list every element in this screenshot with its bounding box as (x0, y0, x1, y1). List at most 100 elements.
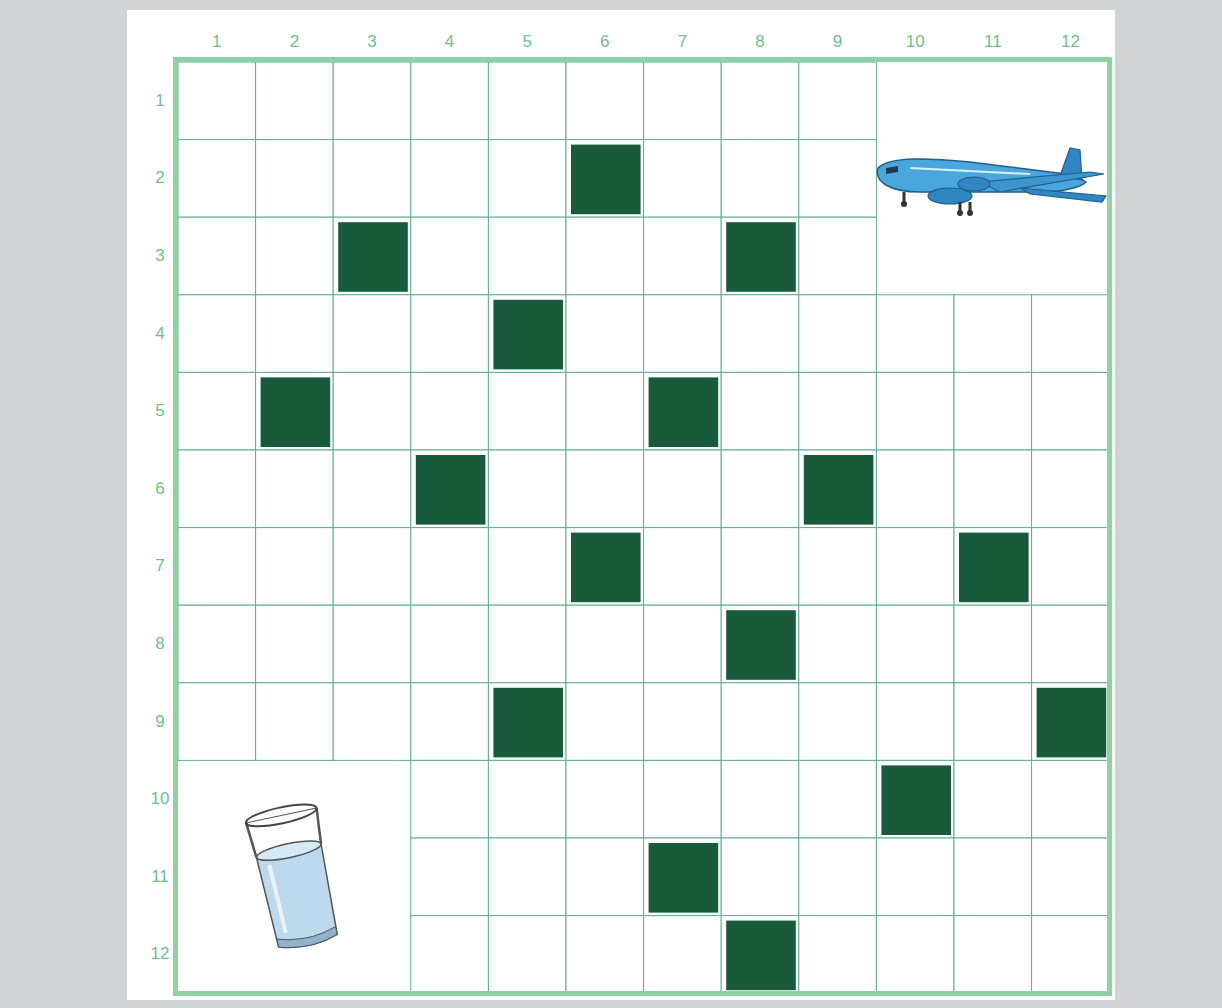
row-number: 12 (151, 944, 170, 964)
grid-cell (566, 450, 644, 528)
grid-cell (333, 528, 411, 606)
blocked-cell (959, 533, 1029, 603)
grid-cell (488, 760, 566, 838)
blocked-cell (726, 222, 796, 292)
grid-cell (488, 217, 566, 295)
grid-cell (721, 62, 799, 140)
row-number: 6 (155, 479, 164, 499)
grid-cell (1032, 295, 1110, 373)
grid-cell (799, 605, 877, 683)
grid-border (176, 60, 1110, 994)
grid-cell (799, 916, 877, 994)
grid-cell (178, 683, 256, 761)
grid-cell (488, 140, 566, 218)
column-number: 12 (1061, 32, 1080, 52)
column-number: 5 (522, 32, 531, 52)
grid-cell (256, 217, 334, 295)
grid-cell (954, 838, 1032, 916)
grid-cell (954, 760, 1032, 838)
grid-cell (411, 217, 489, 295)
grid-cell (876, 760, 954, 838)
grid-cell (488, 605, 566, 683)
grid-cell (566, 140, 644, 218)
blocked-cell (649, 843, 719, 913)
grid-cell (721, 605, 799, 683)
grid-cell (411, 838, 489, 916)
grid-cell (411, 528, 489, 606)
grid-cell (954, 528, 1032, 606)
grid-cell (799, 372, 877, 450)
grid-cell (333, 295, 411, 373)
row-number: 4 (155, 324, 164, 344)
grid-cell (178, 605, 256, 683)
glass-picture (244, 800, 344, 953)
row-number: 10 (151, 789, 170, 809)
grid-cell (178, 217, 256, 295)
row-number: 7 (155, 556, 164, 576)
grid-cell (799, 683, 877, 761)
grid-cell (488, 916, 566, 994)
grid-cell (566, 528, 644, 606)
grid-cell (333, 140, 411, 218)
grid-cell (644, 140, 722, 218)
column-number: 7 (678, 32, 687, 52)
grid-cell (644, 528, 722, 606)
grid-cell (799, 450, 877, 528)
grid-cell (178, 62, 256, 140)
grid-cell (566, 295, 644, 373)
grid-cell (566, 372, 644, 450)
grid-cell (411, 605, 489, 683)
blocked-cell (416, 455, 486, 525)
blocked-cell (571, 145, 641, 215)
grid-cell (721, 217, 799, 295)
grid-cell (411, 450, 489, 528)
grid-cell (876, 683, 954, 761)
grid-cell (721, 683, 799, 761)
grid-cell (411, 916, 489, 994)
grid-cell (256, 140, 334, 218)
grid-cell (488, 683, 566, 761)
grid-cell (488, 62, 566, 140)
board-panel (127, 10, 1115, 1000)
grid-cell (256, 62, 334, 140)
column-number: 2 (290, 32, 299, 52)
row-number: 11 (151, 867, 169, 887)
grid-cell (488, 372, 566, 450)
grid-cell (876, 528, 954, 606)
row-number: 5 (155, 401, 164, 421)
grid-cell (721, 528, 799, 606)
grid-cell (644, 683, 722, 761)
grid-cell (566, 217, 644, 295)
grid-cell (876, 372, 954, 450)
row-number: 2 (155, 168, 164, 188)
grid-cell (411, 295, 489, 373)
grid-cell (256, 372, 334, 450)
grid-cell (256, 683, 334, 761)
blocked-cell (726, 921, 796, 991)
grid-cell (566, 605, 644, 683)
column-number: 9 (833, 32, 842, 52)
grid-cell (721, 838, 799, 916)
column-number: 8 (755, 32, 764, 52)
grid-cell (566, 683, 644, 761)
grid-cell (333, 62, 411, 140)
grid-cell (721, 372, 799, 450)
grid-cell (1032, 372, 1110, 450)
grid-cell (644, 916, 722, 994)
grid-cell (799, 838, 877, 916)
blocked-cell (493, 688, 563, 758)
grid-cell (333, 450, 411, 528)
grid-cell (256, 528, 334, 606)
grid-cell (644, 62, 722, 140)
grid-cell (178, 372, 256, 450)
blocked-cell (804, 455, 874, 525)
grid-cell (876, 838, 954, 916)
grid-cell (644, 372, 722, 450)
grid-cells (178, 62, 1109, 993)
grid-cell (566, 838, 644, 916)
grid-cell (1032, 916, 1110, 994)
grid-cell (954, 916, 1032, 994)
column-number: 4 (445, 32, 454, 52)
grid-cell (876, 916, 954, 994)
